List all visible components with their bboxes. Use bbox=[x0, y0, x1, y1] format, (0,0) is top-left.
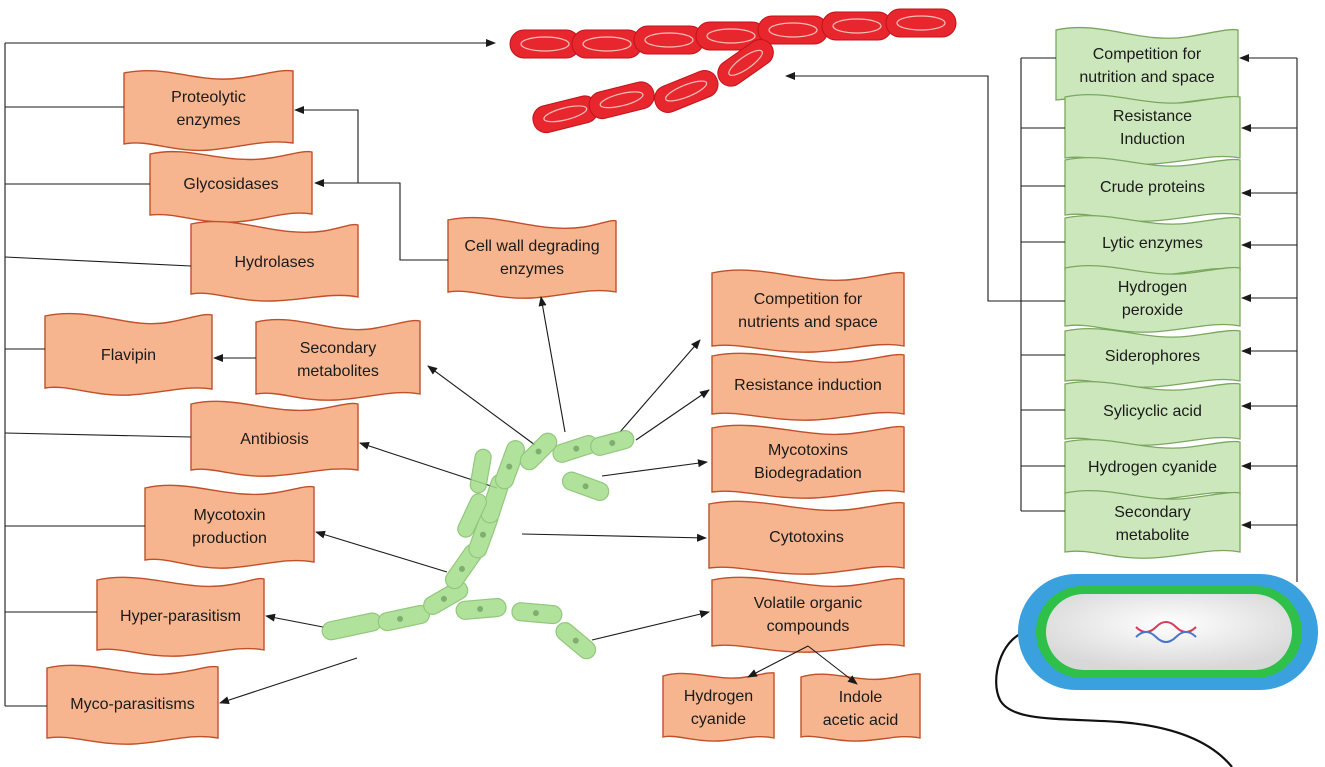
label-hydrogen-cyanide: Hydrogen cyanide bbox=[683, 687, 754, 728]
label-crude-proteins: Crude proteins bbox=[1100, 179, 1205, 197]
banner-glycosidases bbox=[149, 150, 313, 223]
label-secondary-metabolite: Secondary metabolite bbox=[1114, 503, 1191, 544]
banner-antibiosis bbox=[190, 400, 359, 477]
label-hydrolases: Hydrolases bbox=[234, 254, 315, 272]
fungal-hypha bbox=[321, 430, 635, 660]
banner-hydrolases bbox=[190, 220, 359, 302]
banner-secondary-metabolites bbox=[255, 318, 421, 401]
banner-proteolytic bbox=[123, 69, 294, 152]
banner-cytotoxins bbox=[708, 500, 905, 575]
pathogen-red-rod-chain bbox=[509, 8, 957, 134]
label-sylicyclic-acid: Sylicyclic acid bbox=[1103, 403, 1202, 421]
banner-hydrogen-cyanide-bottom bbox=[662, 672, 775, 742]
label-proteolytic-enzymes: Proteolytic enzymes bbox=[171, 88, 246, 129]
label-mycotoxins-biodegradation: Mycotoxins Biodegradation bbox=[754, 441, 862, 482]
left-bus-connectors bbox=[4, 39, 496, 707]
banner-competition-nutrients bbox=[711, 269, 905, 353]
dna-helix-icon bbox=[1135, 621, 1197, 643]
label-secondary-metabolites: Secondary metabolites bbox=[297, 339, 379, 380]
label-hyper-parasitism: Hyper-parasitism bbox=[120, 608, 241, 626]
banner-cell-wall bbox=[447, 216, 617, 299]
banner-mycotoxins-biodegradation bbox=[711, 424, 905, 499]
label-competition-for-nutrition: Competition for nutrition and space bbox=[1079, 45, 1215, 86]
banner-hydrogen-peroxide bbox=[1064, 265, 1241, 333]
banner-mycotoxin-production bbox=[144, 484, 315, 569]
label-hydrogen-cyanide-right: Hydrogen cyanide bbox=[1088, 459, 1217, 477]
bacterium-icon bbox=[995, 574, 1318, 767]
banner-secondary-metabolite bbox=[1064, 490, 1241, 559]
label-competition-for-nutrients: Competition for nutrients and space bbox=[738, 290, 878, 331]
label-mycotoxin-production: Mycotoxin production bbox=[192, 506, 267, 547]
label-myco-parasitisms: Myco-parasitisms bbox=[70, 696, 195, 714]
label-cell-wall-degrading-enzymes: Cell wall degrading enzymes bbox=[464, 237, 600, 278]
label-cytotoxins: Cytotoxins bbox=[769, 529, 844, 547]
label-hydrogen-peroxide: Hydrogen peroxide bbox=[1117, 278, 1188, 319]
label-antibiosis: Antibiosis bbox=[240, 431, 309, 449]
banner-resistance-induction bbox=[711, 352, 905, 421]
label-resistance-induction: Resistance induction bbox=[734, 377, 882, 395]
right-bus-connectors bbox=[785, 54, 1298, 582]
label-lytic-enzymes: Lytic enzymes bbox=[1102, 235, 1203, 253]
label-glycosidases: Glycosidases bbox=[183, 176, 279, 194]
banner-volatile bbox=[711, 576, 905, 653]
label-indole-acetic-acid: Indole acetic acid bbox=[822, 688, 899, 729]
banner-hyper-parasitism bbox=[96, 576, 265, 657]
banner-myco-parasitisms bbox=[46, 664, 219, 745]
center-arrows bbox=[213, 106, 858, 704]
label-siderophores: Siderophores bbox=[1104, 348, 1201, 366]
label-resistance-induction-right: Resistance Induction bbox=[1112, 107, 1193, 148]
label-volatile-organic-compounds: Volatile organic compounds bbox=[753, 594, 863, 635]
banner-flavipin bbox=[44, 312, 213, 396]
label-flavipin: Flavipin bbox=[100, 347, 157, 365]
